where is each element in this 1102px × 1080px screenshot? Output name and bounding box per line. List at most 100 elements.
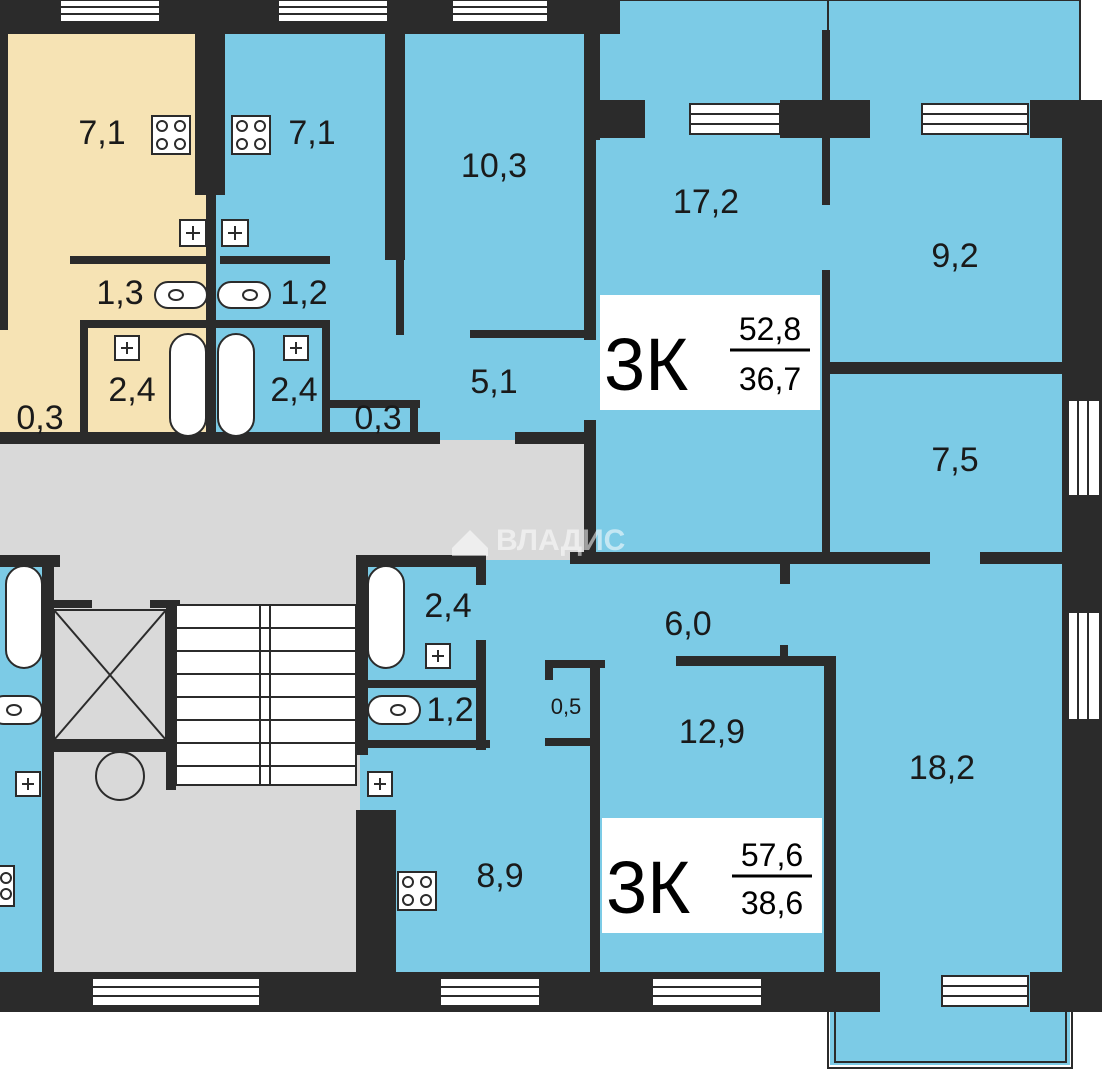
sink-icon xyxy=(114,335,140,361)
wall-room-17-right xyxy=(822,30,830,205)
apartment-label-bg xyxy=(600,295,820,410)
window-bottom-3 xyxy=(651,977,763,1007)
common-corridor xyxy=(0,440,590,570)
wall-bath-mid xyxy=(80,320,330,328)
staircase-icon xyxy=(175,604,357,786)
apartment-label-upper: 3К 52,8 36,7 xyxy=(600,295,820,410)
wall-room-17-left xyxy=(584,30,596,340)
room-area-18-2: 18,2 xyxy=(909,749,975,787)
sink-icon xyxy=(283,335,309,361)
balcony-top-left xyxy=(620,0,825,105)
wall-room-17-left-b xyxy=(584,420,596,560)
wall-closet-05-left xyxy=(545,660,553,680)
wall-room-10 xyxy=(396,30,404,335)
wall-bath-div xyxy=(206,195,216,440)
windows xyxy=(59,0,1101,1007)
apartment-rooms: 3К xyxy=(604,323,688,406)
window-top-1 xyxy=(59,0,161,23)
wall-bath-lower-mid xyxy=(360,680,480,688)
bathtub-icon xyxy=(169,333,207,437)
room-area-lower-toilet: 1,2 xyxy=(426,691,473,729)
balcony-bottom-inner xyxy=(834,1010,1067,1063)
room-area-blue-closet: 0,3 xyxy=(354,399,401,437)
apartment-total-area: 52,8 xyxy=(739,311,801,347)
stove-icon xyxy=(151,115,191,155)
toilet-icon xyxy=(367,695,421,725)
wall-bath-top-b xyxy=(220,256,330,264)
room-area-12-9: 12,9 xyxy=(679,713,745,751)
balcony-top-right xyxy=(830,0,1080,105)
sink-icon xyxy=(179,219,207,247)
wall-stair-top xyxy=(356,555,486,567)
balcony-bottom-outline xyxy=(827,1010,1073,1069)
room-area-17-2: 17,2 xyxy=(673,183,739,221)
room-area-blue-bath: 2,4 xyxy=(270,371,317,409)
wall-closet-05-bot xyxy=(545,738,595,746)
wall-bath-lower-r xyxy=(476,555,486,585)
balcony-top-outline xyxy=(620,0,1081,100)
wall-left-lower-v xyxy=(42,555,54,975)
bathtub-icon xyxy=(217,333,255,437)
wall-room-12-left xyxy=(590,660,600,972)
window-bottom-4 xyxy=(941,975,1029,1007)
toilet-icon xyxy=(217,281,271,309)
watermark-text: ВЛАДИС xyxy=(496,524,625,557)
wall-stair-mid-b xyxy=(150,600,180,608)
bathtub-icon xyxy=(5,565,43,669)
wall-elevator-right xyxy=(166,600,176,790)
window-top-5 xyxy=(921,103,1029,135)
room-area-blue-kitchen: 7,1 xyxy=(288,114,335,152)
room-area-yellow-closet: 0,3 xyxy=(16,399,63,437)
room-area-9-2: 9,2 xyxy=(931,237,978,275)
sink-icon xyxy=(221,219,249,247)
house-logo-icon xyxy=(452,530,488,556)
stove-icon xyxy=(0,865,15,907)
fixtures xyxy=(0,115,451,911)
window-right-2 xyxy=(1067,611,1101,721)
apartment-living-area: 36,7 xyxy=(739,361,801,397)
room-area-10-3: 10,3 xyxy=(461,147,527,185)
wall-stair-left-b xyxy=(356,810,396,975)
room-area-yellow-bath: 2,4 xyxy=(108,371,155,409)
wall-room-10-b xyxy=(470,330,590,338)
room-area-5-1: 5,1 xyxy=(470,363,517,401)
wall-elevator-bottom xyxy=(52,740,176,752)
room-area-0-5: 0,5 xyxy=(551,694,582,719)
apartment-living-area: 38,6 xyxy=(741,885,803,921)
wall-room-12-right xyxy=(824,656,836,972)
sink-icon xyxy=(425,643,451,669)
apartment-rooms: 3К xyxy=(606,846,690,929)
wall-mid-stub xyxy=(780,564,790,584)
bathtub-icon xyxy=(367,565,405,669)
wall-pillar-1 xyxy=(195,30,225,195)
room-area-lower-bath: 2,4 xyxy=(424,587,471,625)
wall-room-17-right-b xyxy=(822,270,830,560)
wall-bath-lower-r2 xyxy=(476,640,486,750)
wall-upper-corridor-b xyxy=(515,432,590,444)
room-area-7-5: 7,5 xyxy=(931,441,978,479)
wall-top-right-c xyxy=(1030,100,1102,138)
chute-icon xyxy=(95,751,145,801)
wall-bath-right xyxy=(322,320,330,435)
window-bottom-2 xyxy=(439,977,541,1007)
elevator-shaft-icon xyxy=(53,609,167,741)
wall-left-stub xyxy=(0,30,8,330)
room-area-yellow-kitchen: 7,1 xyxy=(78,114,125,152)
wall-closet-r2 xyxy=(410,400,418,440)
apartment-total-area: 57,6 xyxy=(741,837,803,873)
wall-room-12-top xyxy=(676,656,836,666)
wall-closet-r xyxy=(330,400,420,408)
wall-room-9-bottom xyxy=(830,362,1070,374)
room-area-8-9: 8,9 xyxy=(476,857,523,895)
room-area-blue-toilet: 1,2 xyxy=(280,274,327,312)
wall-bath-lower-bot xyxy=(360,740,490,748)
wall-stair-mid xyxy=(52,600,92,608)
stove-icon xyxy=(397,871,437,911)
window-bottom-1 xyxy=(91,977,261,1007)
wall-mid-a xyxy=(570,552,930,564)
toilet-icon xyxy=(0,695,43,725)
watermark: ВЛАДИС xyxy=(452,524,625,557)
stove-icon xyxy=(231,115,271,155)
sink-icon xyxy=(367,771,393,797)
toilet-icon xyxy=(154,281,208,309)
